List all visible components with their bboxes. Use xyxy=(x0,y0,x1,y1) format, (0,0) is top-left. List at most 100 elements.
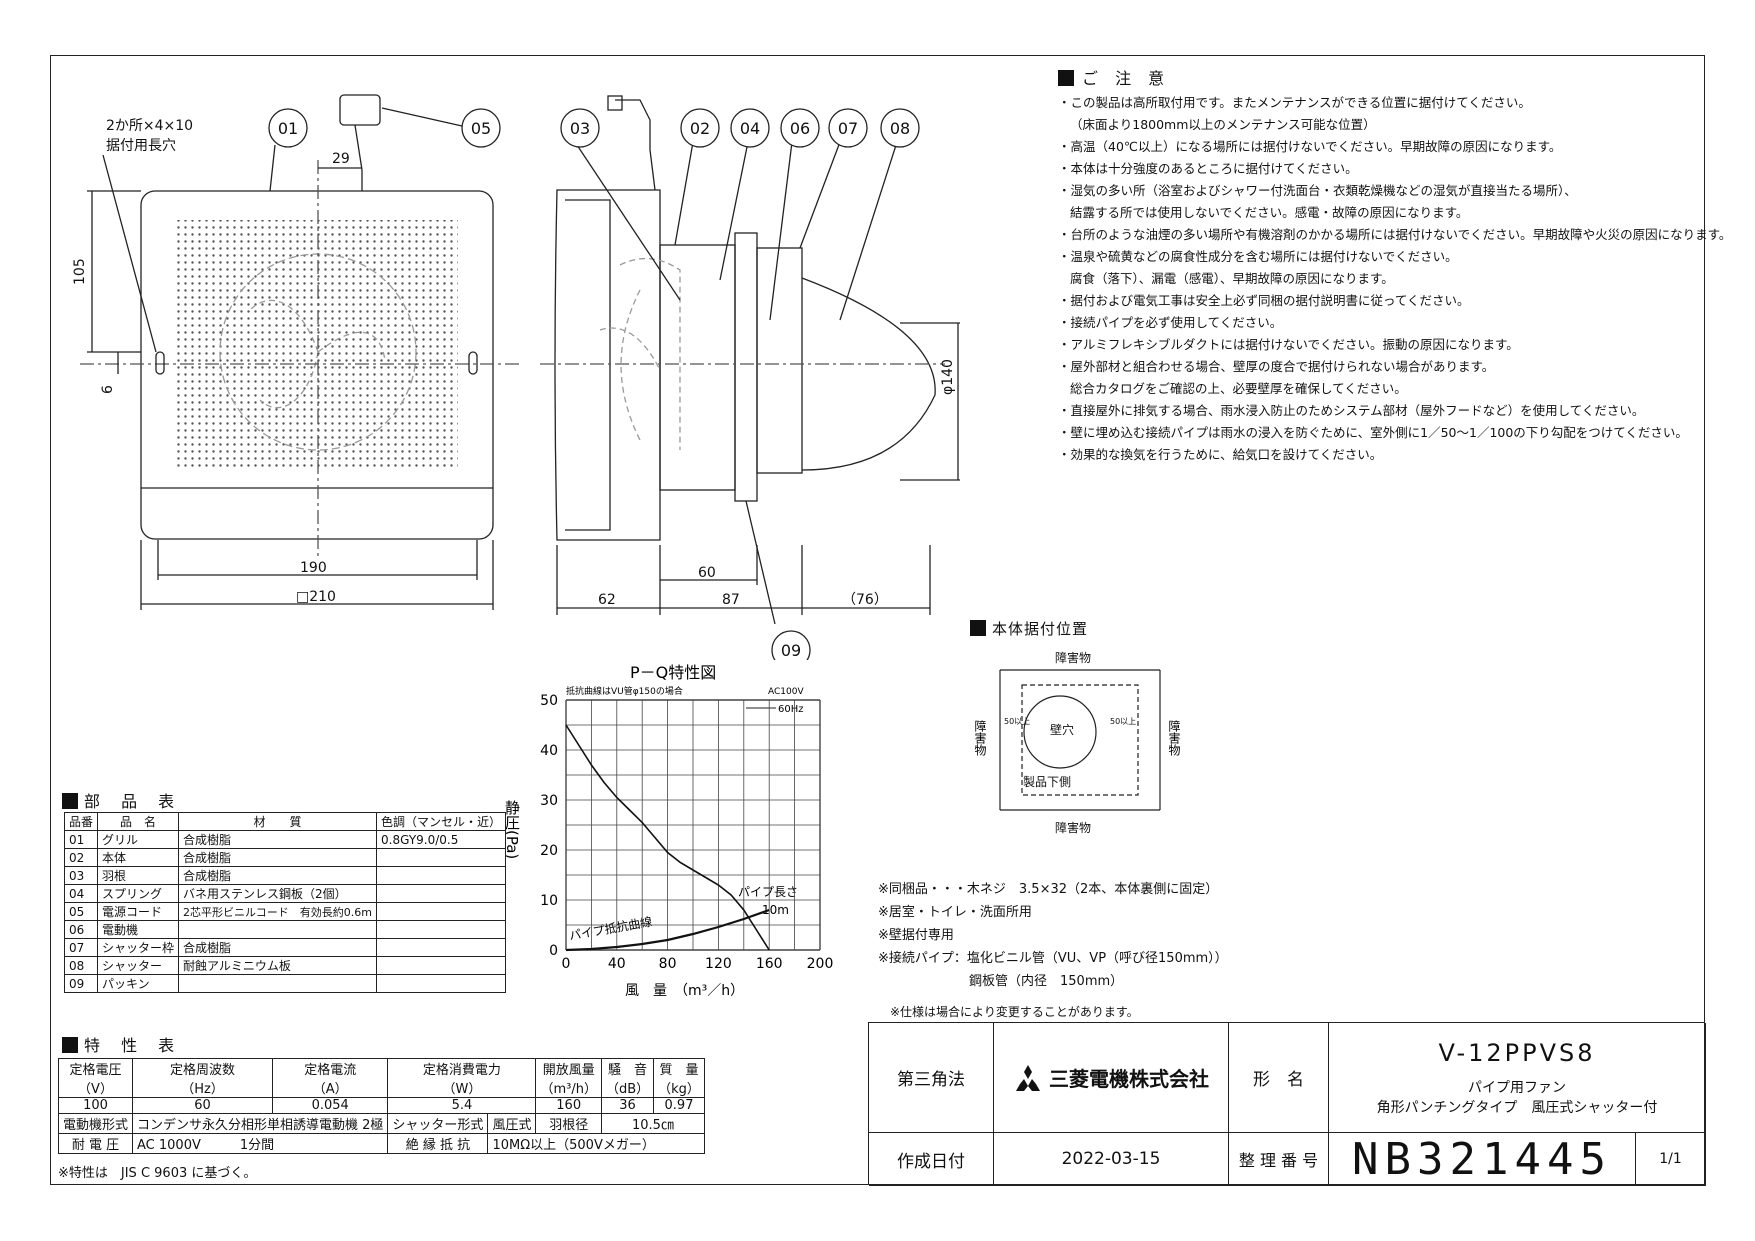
obstacle-top: 障害物 xyxy=(1055,650,1091,665)
note-line: 結露する所では使用しないでください。感電・故障の原因になります。 xyxy=(1070,205,1469,220)
caution-heading: ご 注 意 xyxy=(1082,69,1171,88)
obstacle-bottom: 障害物 xyxy=(1055,820,1091,835)
callout-04-label: 04 xyxy=(740,119,760,138)
pq-voltage: AC100V xyxy=(768,687,804,697)
date-label-cell: 作成日付 xyxy=(869,1133,994,1186)
note-line: ・屋外部材と組合わせる場合、壁厚の度合で据付けられない場合があります。 xyxy=(1058,359,1495,374)
spec-heading: 特 性 表 xyxy=(62,1032,182,1056)
pq-title: P－Q特性図 xyxy=(630,663,716,682)
caution-notes: ご 注 意 ・この製品は高所取付用です。またメンテナンスができる位置に据付けてく… xyxy=(1058,68,1731,466)
callout-07 xyxy=(828,108,868,148)
spec-header: 開放風量（m³/h） xyxy=(535,1058,602,1098)
callout-03 xyxy=(560,108,600,148)
x-tick-label: 80 xyxy=(659,956,677,972)
col-header: 材 質 xyxy=(178,812,378,831)
spec-header: 定格周波数（Hz） xyxy=(132,1058,273,1098)
note-line: ・接続パイプを必ず使用してください。 xyxy=(1058,315,1283,330)
note-line: ・高温（40℃以上）になる場所には据付けないでください。早期故障の原因になります… xyxy=(1058,139,1562,154)
accessory-line: ※接続パイプ：塩化ビニル管（VU、VP（呼び径150mm）） xyxy=(878,951,1228,966)
spec-values: 100 60 0.054 5.4 160 36 0.97 xyxy=(57,1097,705,1114)
callout-07-label: 07 xyxy=(838,119,858,138)
spec-header: 騒 音（dB） xyxy=(600,1058,655,1098)
col-header: 色調（マンセル・近） xyxy=(376,812,507,831)
callout-02-label: 02 xyxy=(690,119,710,138)
note-line: ・この製品は高所取付用です。またメンテナンスができる位置に据付けてください。 xyxy=(1058,95,1531,110)
pq-xlabel: 風 量 （m³／h） xyxy=(625,983,744,999)
date-cell: 2022-03-15 xyxy=(994,1133,1229,1186)
install-diagram: 障害物 障害物 壁穴 製品下側 50以上 50以上 障害物 障害物 xyxy=(973,650,1181,835)
install-heading: 本体据付位置 xyxy=(970,618,1088,639)
series-line xyxy=(565,724,770,951)
shutter-label: シャッター形式 xyxy=(387,1113,489,1134)
title-block: 第三角法 三菱電機株式会社 形 名 V-12PPVS8 パイプ用ファン 角形パン… xyxy=(868,1022,1706,1186)
insulation-value: 10MΩ以上（500Vメガー） xyxy=(487,1133,705,1154)
accessory-line: ※同梱品・・・木ネジ 3.5×32（2本、本体裏側に固定） xyxy=(878,882,1219,897)
product-bottom-label: 製品下側 xyxy=(1023,775,1071,789)
spec-table: 定格電圧（V） 定格周波数（Hz） 定格電流（A） 定格消費電力（W） 開放風量… xyxy=(57,1058,705,1154)
note-line: ・効果的な換気を行うために、給気口を設けてください。 xyxy=(1058,447,1383,462)
callout-09-label: 09 xyxy=(781,641,801,660)
blade-label: 羽根径 xyxy=(535,1113,602,1134)
body-side xyxy=(554,189,661,541)
x-tick-label: 0 xyxy=(562,956,571,972)
withstand-value: AC 1000V 1分間 xyxy=(132,1133,389,1154)
fan-drawing: 01 05 03 02 04 06 07 08 09 2か所×4×10 据付用長… xyxy=(72,94,960,660)
dim-6: 6 xyxy=(100,385,116,394)
model-cell: V-12PPVS8 パイプ用ファン 角形パンチングタイプ 風圧式シャッター付 xyxy=(1329,1023,1706,1133)
projection-cell: 第三角法 xyxy=(869,1023,994,1133)
pq-ylabel: 静圧(Pa) xyxy=(503,800,521,859)
spec-header: 質 量（kg） xyxy=(653,1058,705,1098)
spec-change-note: ※仕様は場合により変更することがあります。 xyxy=(890,1005,1139,1019)
number-label-cell: 整 理 番 号 xyxy=(1229,1133,1329,1186)
dim-50: 50以上 xyxy=(1004,717,1030,726)
parts-heading: 部 品 表 xyxy=(62,788,182,812)
page-cell: 1/1 xyxy=(1636,1133,1706,1186)
y-tick-label: 50 xyxy=(540,693,558,709)
note-line: （床面より1800mm以上のメンテナンス可能な位置） xyxy=(1070,117,1376,132)
x-tick-label: 200 xyxy=(807,956,834,972)
dim-76: （76） xyxy=(842,592,888,608)
y-tick-label: 10 xyxy=(540,893,558,909)
dim-140: φ140 xyxy=(940,359,956,395)
motor-label: 電動機形式 xyxy=(57,1113,134,1134)
y-tick-label: 40 xyxy=(540,743,558,759)
note-line: ・据付および電気工事は安全上必ず同梱の据付説明書に従ってください。 xyxy=(1058,293,1470,308)
spec-header: 定格電流（A） xyxy=(271,1058,389,1098)
model-desc-1: パイプ用ファン xyxy=(1468,1079,1566,1096)
callout-09 xyxy=(771,630,811,660)
dim-29: 29 xyxy=(332,151,350,167)
pq-note: 抵抗曲線はVU管φ150の場合 xyxy=(566,685,683,697)
insulation-label: 絶 縁 抵 抗 xyxy=(387,1133,489,1154)
wall-hole-label: 壁穴 xyxy=(1050,722,1074,737)
company-cell: 三菱電機株式会社 xyxy=(994,1023,1229,1133)
mitsubishi-logo-icon xyxy=(1016,1064,1040,1091)
mount-hole-label: 2か所×4×10 xyxy=(106,118,193,134)
spec-footnote: ※特性は JIS C 9603 に基づく。 xyxy=(58,1166,257,1181)
accessory-notes: ※同梱品・・・木ネジ 3.5×32（2本、本体裏側に固定） ※居室・トイレ・洗面… xyxy=(878,878,1228,993)
y-tick-label: 20 xyxy=(540,843,558,859)
callout-08 xyxy=(880,108,920,148)
number-cell: NB321445 xyxy=(1329,1133,1636,1186)
pq-legend: 60Hz xyxy=(778,704,804,715)
callout-03-label: 03 xyxy=(570,119,590,138)
callout-05-label: 05 xyxy=(471,119,491,138)
dim-105: 105 xyxy=(72,258,88,285)
model-number: V-12PPVS8 xyxy=(1438,1038,1596,1067)
series-line xyxy=(565,908,770,952)
drawing-frame xyxy=(50,55,1705,1185)
shutter-value: 風圧式 xyxy=(487,1113,537,1134)
note-line: ・壁に埋め込む接続パイプは雨水の浸入を防ぐために、室外側に1／50～1／100の… xyxy=(1058,425,1688,440)
y-tick-label: 30 xyxy=(540,793,558,809)
spec-header: 定格消費電力（W） xyxy=(387,1058,537,1098)
pq-chart: P－Q特性図 抵抗曲線はVU管φ150の場合 AC100V 60Hz 静圧(Pa… xyxy=(503,663,834,999)
dim-87: 87 xyxy=(722,592,740,608)
callout-08-label: 08 xyxy=(890,119,910,138)
dim-60: 60 xyxy=(698,565,716,581)
dim-50-right: 50以上 xyxy=(1110,717,1136,726)
